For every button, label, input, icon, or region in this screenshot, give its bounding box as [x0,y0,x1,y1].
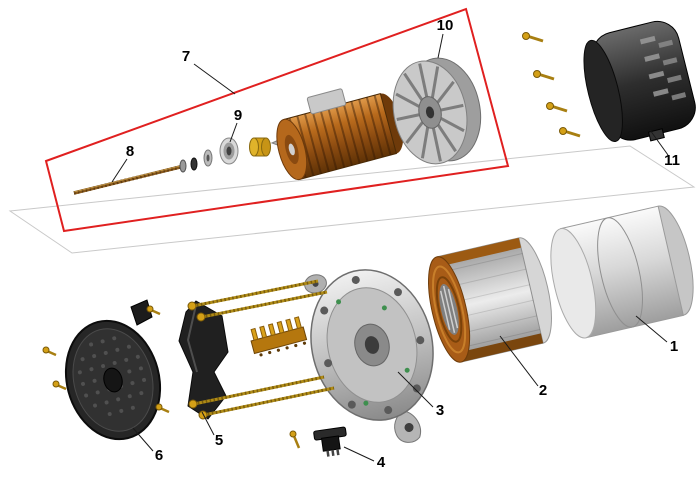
leader-line-8 [111,158,128,183]
part-1-outer-cover [550,205,694,339]
screw-1 [42,346,57,357]
cover-vent-holes [77,336,147,417]
leader-line-10 [437,33,444,59]
part-6-end-cover [64,319,162,441]
callout-label-5: 5 [215,432,223,449]
part-8-shaft-bolt [73,159,187,195]
part-9-bearing-set [190,137,284,171]
callout-8: 8 [111,143,134,183]
leader-line-2 [499,335,539,387]
brush-holder-screw [289,430,301,449]
screw-3 [146,305,161,316]
stator-winding-top [436,237,522,267]
terminal-block [250,316,308,357]
callout-label-3: 3 [436,402,444,419]
callout-label-2: 2 [539,382,547,399]
callout-9: 9 [229,107,242,143]
callout-10: 10 [437,17,454,59]
long-bolt-3 [188,375,325,409]
part-7-rotor-assembly-highlight-box [44,7,510,233]
callout-7: 7 [182,48,236,95]
leader-line-1 [635,315,668,343]
callout-11: 11 [649,129,680,169]
long-bolt-2 [196,290,328,322]
screw-2 [52,380,67,391]
stator-core-slots [439,285,459,334]
callout-label-11: 11 [664,152,680,169]
rear-housing-bolts [522,32,581,138]
leader-line-3 [397,371,434,408]
leader-line-9 [229,122,238,143]
cover-clip [130,299,153,326]
callout-label-1: 1 [670,338,678,355]
bolt-small-3 [546,102,568,113]
part-4-brush-holder [289,426,347,457]
leader-line-5 [201,411,215,436]
callout-5: 5 [201,411,223,449]
part-11-rear-housing [583,20,696,143]
stator-winding-bottom [458,333,544,363]
callout-4: 4 [343,446,386,471]
callout-6: 6 [132,427,163,464]
callout-label-6: 6 [155,447,163,464]
part-10-cooling-fan [392,57,482,165]
bolt-small-2 [533,70,555,81]
long-bolt-1 [187,279,319,311]
callout-label-8: 8 [126,143,134,160]
brush-holder-body [313,426,347,457]
leader-line-7 [193,63,236,95]
leader-line-4 [343,446,375,462]
screw-4 [155,403,170,414]
rotor-armature [276,88,414,181]
leader-line-11 [649,129,669,156]
housing-bolt-holes [320,275,425,415]
housing-green-marks [336,299,410,406]
callout-label-10: 10 [437,17,454,34]
fan-blades [395,63,465,162]
through-bolts [187,279,335,420]
leader-line-6 [132,427,154,452]
assembly-plane-outline [8,145,696,254]
callout-label-7: 7 [182,48,190,65]
terminal-pins [250,316,302,341]
bolt-small-4 [559,127,581,138]
callout-2: 2 [499,335,547,399]
callout-label-9: 9 [234,107,242,124]
callout-3: 3 [397,371,444,419]
terminal-rivets [259,341,307,357]
callout-label-4: 4 [377,454,386,471]
part-5-bracket [178,300,229,420]
small-screws [42,305,170,414]
rear-housing-vents [639,35,687,101]
rotor-pole-block [306,88,347,115]
part-3-front-housing [304,269,434,443]
bolt-small-1 [522,32,544,43]
callout-1: 1 [635,315,678,355]
callouts: 1 2 3 4 5 6 7 8 [111,17,680,471]
part-2-stator [428,237,552,363]
